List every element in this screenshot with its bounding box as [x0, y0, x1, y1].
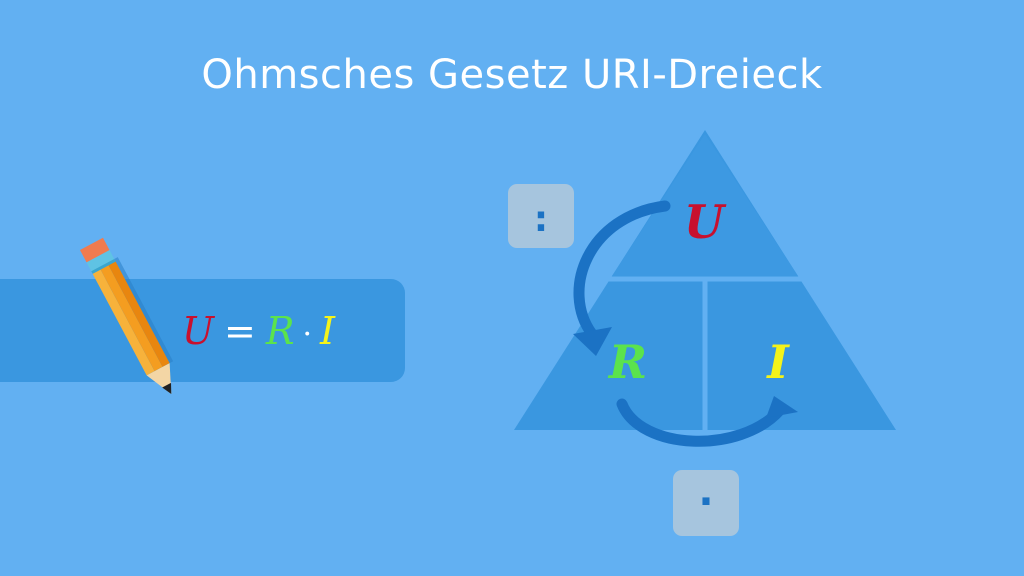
triangle-top-section: [612, 134, 798, 276]
multiply-operator-box: [673, 470, 739, 536]
formula-times: ·: [302, 317, 313, 352]
multiply-operator: ·: [698, 479, 713, 525]
curved-arrow-icon: [573, 200, 671, 340]
triangle-label-r: R: [607, 335, 647, 389]
formula-r: R: [265, 309, 295, 353]
formula-u: U: [182, 309, 215, 353]
curved-arrow-bottom: [616, 398, 786, 447]
page-title: Ohmsches Gesetz URI-Dreieck: [201, 52, 823, 98]
formula-panel: [0, 279, 405, 382]
arrowhead-right: [766, 396, 798, 418]
triangle-label-u: U: [684, 195, 727, 249]
formula-equals: =: [224, 309, 256, 353]
ohms-law-formula: U=R·I: [182, 306, 335, 356]
arrowhead-left: [573, 327, 612, 356]
formula-i: I: [320, 309, 336, 353]
divide-operator: :: [534, 199, 548, 240]
divide-operator-box: [508, 184, 574, 248]
triangle-label-i: I: [765, 335, 790, 389]
